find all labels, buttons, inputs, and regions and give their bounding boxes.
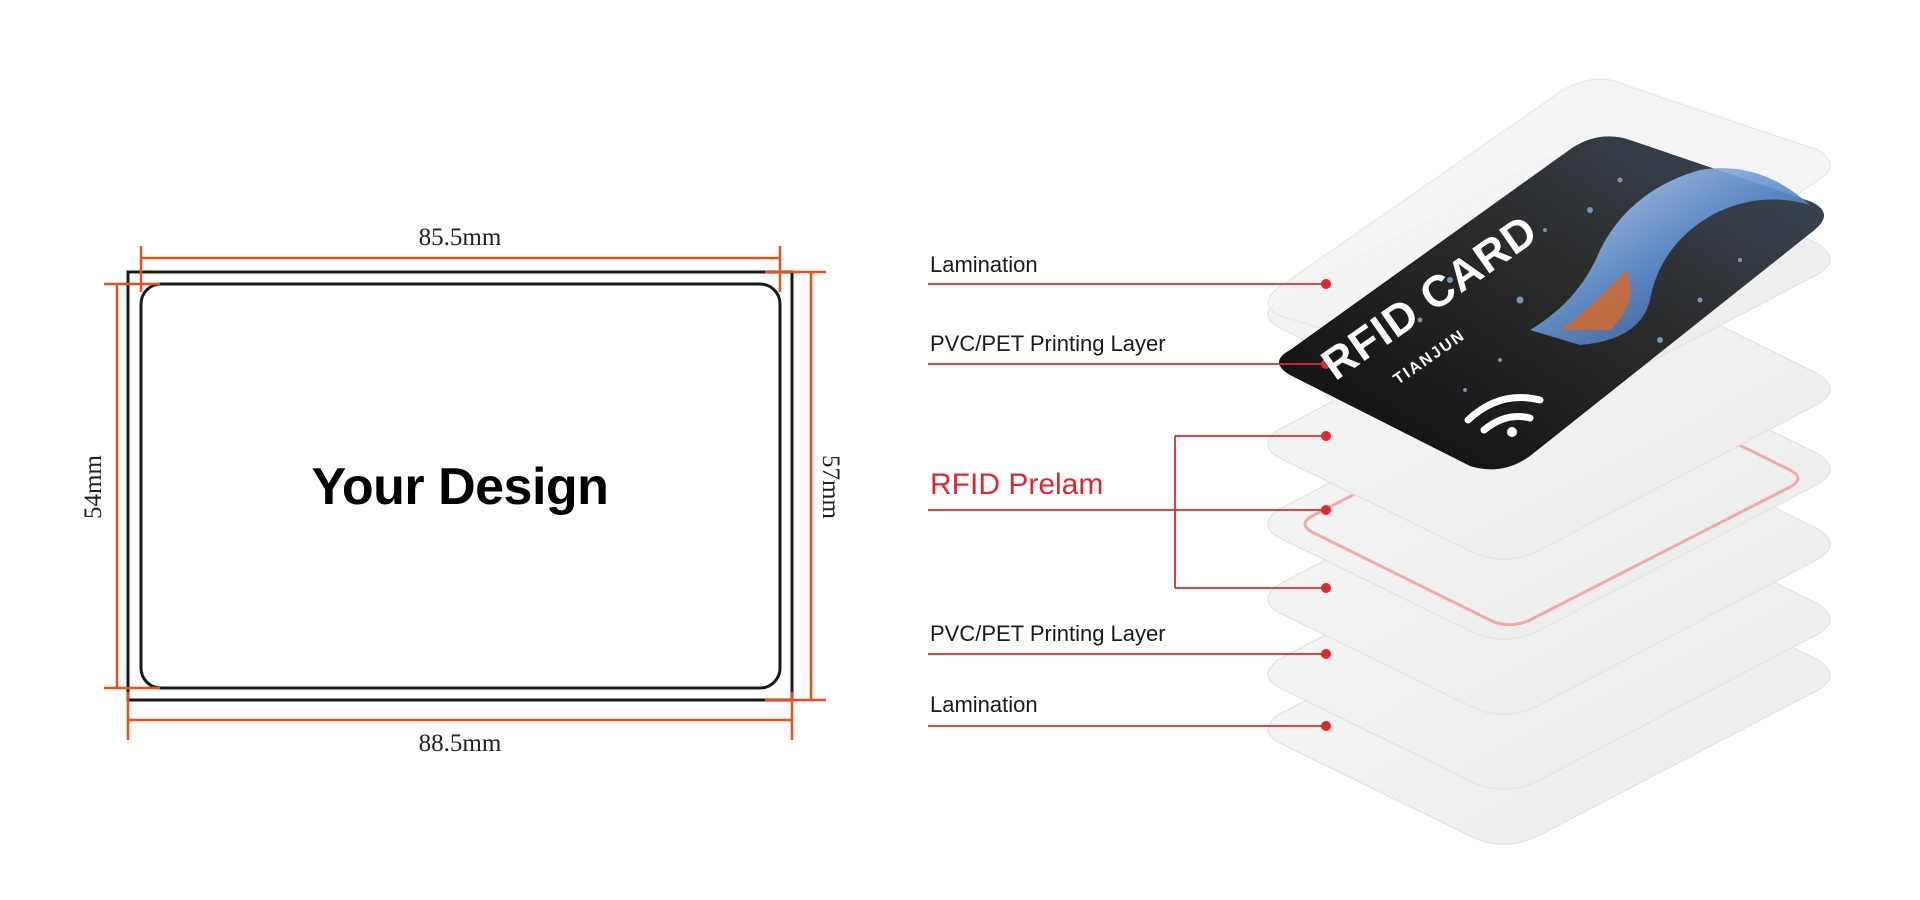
outer-height-dimension — [765, 270, 826, 702]
outer-height-label: 57mm — [817, 455, 844, 519]
layer-label-lamination-bottom: Lamination — [930, 692, 1038, 717]
leader-dots — [1321, 279, 1331, 731]
inner-card-outline — [139, 282, 782, 690]
leader-lines — [928, 283, 1322, 727]
inner-width-label: 85.5mm — [418, 224, 502, 251]
layer-label-rfid-prelam: RFID Prelam — [930, 468, 1104, 501]
outer-width-label: 88.5mm — [418, 730, 502, 757]
printed-rfid-card — [1279, 136, 1824, 470]
wireless-signal-icon — [1464, 394, 1544, 437]
inner-height-dimension — [104, 282, 160, 690]
outer-card-outline — [126, 270, 794, 702]
layer-label-printing-bottom: PVC/PET Printing Layer — [930, 621, 1166, 646]
inner-height-label: 54mm — [80, 455, 107, 519]
design-placeholder-text: Your Design — [311, 458, 609, 516]
layer-label-lamination-top: Lamination — [930, 252, 1038, 277]
layer-label-printing-top: PVC/PET Printing Layer — [930, 331, 1166, 356]
